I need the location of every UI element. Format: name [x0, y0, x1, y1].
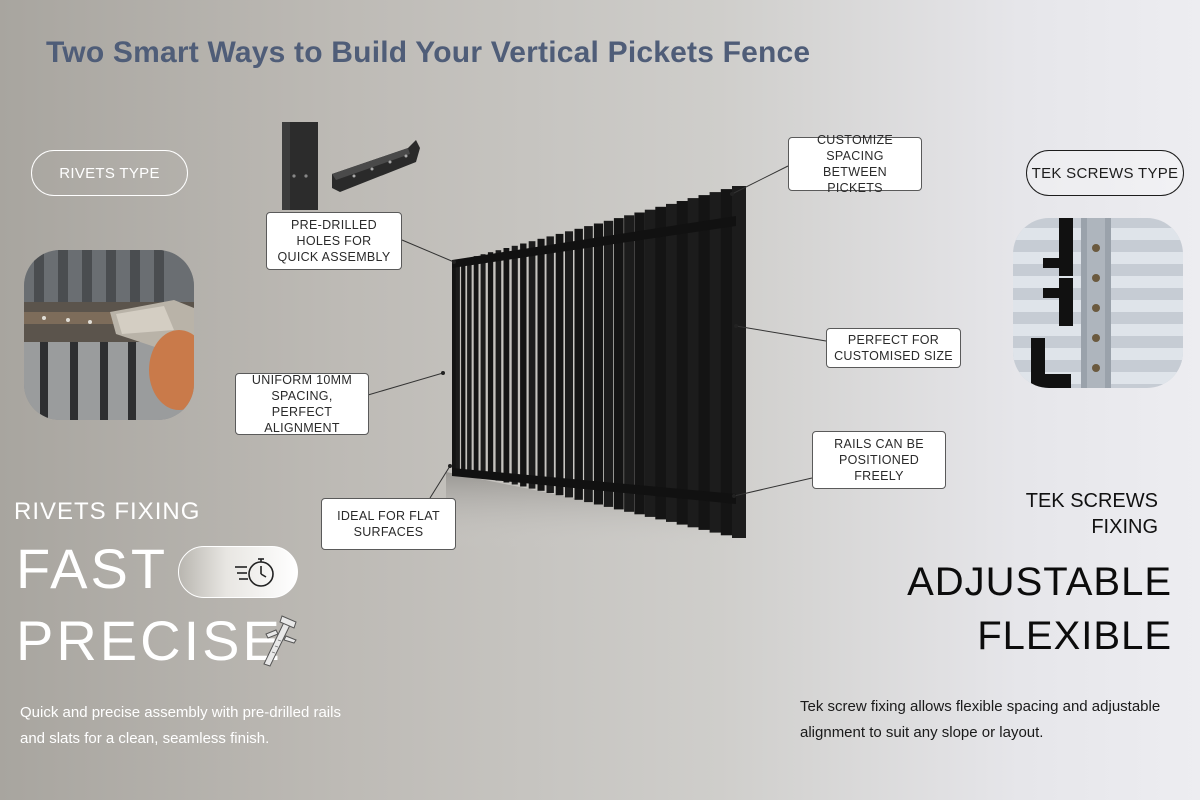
rivet-fixing-photo: [24, 250, 194, 420]
fence-shadow: [446, 472, 740, 548]
fence-picket: [666, 203, 678, 522]
fence-picket: [537, 238, 545, 491]
fence-picket: [593, 223, 603, 505]
fence-pickets: [452, 186, 746, 538]
precise-word: PRECISE: [16, 609, 283, 672]
callout-rails-position: RAILS CAN BE POSITIONED FREELY: [812, 431, 946, 489]
callout-pre-drilled: PRE-DRILLED HOLES FOR QUICK ASSEMBLY: [266, 212, 402, 270]
caliper-icon: [263, 615, 297, 667]
rivets-description: Quick and precise assembly with pre-dril…: [20, 704, 341, 747]
fence-picket: [676, 201, 689, 525]
fence-picket: [528, 241, 536, 489]
fence-bottom-rail: [452, 468, 736, 504]
adjustable-word: ADJUSTABLE: [907, 560, 1172, 604]
fence-picket: [732, 186, 746, 538]
fence-picket: [520, 243, 527, 487]
fence-picket: [603, 220, 614, 507]
fence-picket: [452, 262, 456, 470]
fence-picket: [487, 252, 494, 479]
fence-picket: [574, 228, 583, 500]
fence-picket: [644, 209, 656, 517]
callout-uniform-spacing: UNIFORM 10MM SPACING, PERFECT ALIGNMENT: [235, 373, 369, 435]
rail-slat-product-image: [282, 122, 420, 210]
fence-picket: [624, 215, 635, 512]
tek-screws-type-pill: TEK SCREWS TYPE: [1026, 150, 1184, 196]
fence-picket: [584, 226, 593, 503]
callout-customize-spacing: CUSTOMIZE SPACING BETWEEN PICKETS: [788, 133, 922, 195]
callout-flat-surfaces: IDEAL FOR FLAT SURFACES: [321, 498, 456, 550]
fence-picket: [511, 245, 518, 485]
fence-picket: [473, 256, 479, 476]
fence-picket: [480, 254, 486, 477]
fence-picket: [709, 192, 723, 533]
stopwatch-icon: [235, 558, 274, 587]
rivets-type-pill: RIVETS TYPE: [31, 150, 188, 196]
fence-picket: [613, 218, 624, 510]
fast-word: FAST: [16, 537, 169, 600]
fence-picket: [546, 236, 554, 493]
fence-picket: [503, 248, 510, 483]
fence-top-rail: [452, 216, 736, 268]
fence-picket: [687, 198, 700, 528]
tek-screws-photo: [1013, 218, 1183, 388]
tek-screws-fixing-heading: TEK SCREWS FIXING: [1025, 490, 1158, 538]
fence-picket: [455, 261, 460, 471]
fence-picket: [555, 233, 564, 496]
callout-customised-size: PERFECT FOR CUSTOMISED SIZE: [826, 328, 961, 368]
fence-picket: [467, 257, 472, 474]
flexible-word: FLEXIBLE: [977, 614, 1172, 658]
fence-picket: [461, 259, 466, 473]
tek-screws-description: Tek screw fixing allows flexible spacing…: [800, 698, 1161, 741]
fence-picket: [698, 195, 712, 530]
timer-badge: [178, 546, 298, 598]
fence-picket: [565, 231, 573, 498]
fence-picket: [634, 212, 645, 515]
fence-picket: [720, 189, 735, 536]
rivets-fixing-heading: RIVETS FIXING: [14, 498, 201, 525]
page-title: Two Smart Ways to Build Your Vertical Pi…: [46, 36, 811, 69]
fence-picket: [655, 206, 667, 520]
fence-picket: [495, 250, 502, 481]
